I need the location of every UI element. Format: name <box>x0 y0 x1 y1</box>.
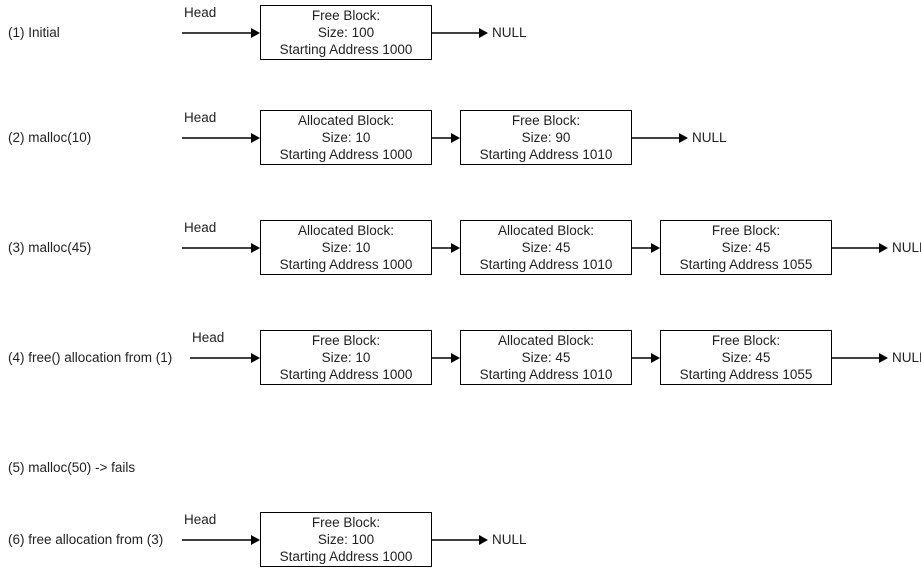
block-size-text: Size: 45 <box>521 240 571 255</box>
memory-block: Allocated Block: Size: 45 Starting Address… <box>460 220 632 275</box>
null-arrow <box>832 352 888 363</box>
memory-block: Free Block: Size: 45 Starting Address 1055 <box>660 330 832 385</box>
null-arrow <box>632 132 688 143</box>
block-size-text: Size: 10 <box>321 130 371 145</box>
block-address-text: Starting Address 1000 <box>279 549 413 564</box>
step-label: (2) malloc(10) <box>8 129 92 145</box>
head-label: Head <box>184 511 217 527</box>
step-label: (3) malloc(45) <box>8 239 92 255</box>
head-label: Head <box>184 4 217 20</box>
memory-block: Free Block: Size: 10 Starting Address 1000 <box>260 330 432 385</box>
block-link-arrow <box>432 132 460 143</box>
block-size-text: Size: 100 <box>317 25 375 40</box>
block-type-text: Free Block: <box>711 223 781 238</box>
null-arrow <box>832 242 888 253</box>
block-link-arrow <box>632 242 660 253</box>
head-arrow <box>182 242 260 253</box>
block-address-text: Starting Address 1000 <box>279 367 413 382</box>
head-label: Head <box>192 329 225 345</box>
null-label: NULL <box>492 531 527 547</box>
null-label: NULL <box>492 24 527 40</box>
memory-block: Free Block: Size: 45 Starting Address 1055 <box>660 220 832 275</box>
block-size-text: Size: 10 <box>321 240 371 255</box>
memory-block: Free Block: Size: 90 Starting Address 1010 <box>460 110 632 165</box>
block-type-text: Free Block: <box>311 515 381 530</box>
block-type-text: Allocated Block: <box>297 223 395 238</box>
null-arrow <box>432 534 488 545</box>
block-type-text: Free Block: <box>311 8 381 23</box>
null-label: NULL <box>892 239 921 255</box>
head-arrow <box>190 352 260 363</box>
null-label: NULL <box>692 129 727 145</box>
step-label: (1) Initial <box>8 24 60 40</box>
head-arrow <box>182 132 260 143</box>
block-type-text: Free Block: <box>711 333 781 348</box>
block-size-text: Size: 45 <box>721 240 771 255</box>
step-label: (4) free() allocation from (1) <box>8 349 173 365</box>
block-size-text: Size: 45 <box>521 350 571 365</box>
memory-block: Allocated Block: Size: 10 Starting Address… <box>260 110 432 165</box>
block-address-text: Starting Address 1010 <box>479 257 613 272</box>
block-type-text: Free Block: <box>511 113 581 128</box>
block-address-text: Starting Address 1000 <box>279 42 413 57</box>
block-address-text: Starting Address 1055 <box>679 257 813 272</box>
head-label: Head <box>184 109 217 125</box>
null-label: NULL <box>892 349 921 365</box>
block-size-text: Size: 45 <box>721 350 771 365</box>
block-link-arrow <box>432 242 460 253</box>
block-link-arrow <box>632 352 660 363</box>
block-type-text: Allocated Block: <box>497 223 595 238</box>
block-type-text: Allocated Block: <box>497 333 595 348</box>
head-label: Head <box>184 219 217 235</box>
memory-block: Allocated Block: Size: 45 Starting Address… <box>460 330 632 385</box>
block-link-arrow <box>432 352 460 363</box>
block-size-text: Size: 90 <box>521 130 571 145</box>
block-address-text: Starting Address 1010 <box>479 147 613 162</box>
memory-block: Allocated Block: Size: 10 Starting Address… <box>260 220 432 275</box>
block-size-text: Size: 10 <box>321 350 371 365</box>
head-arrow <box>182 534 260 545</box>
block-type-text: Allocated Block: <box>297 113 395 128</box>
block-address-text: Starting Address 1055 <box>679 367 813 382</box>
step-label: (6) free allocation from (3) <box>8 531 164 547</box>
block-type-text: Free Block: <box>311 333 381 348</box>
block-address-text: Starting Address 1010 <box>479 367 613 382</box>
step-label: (5) malloc(50) -> fails <box>8 459 136 475</box>
block-address-text: Starting Address 1000 <box>279 257 413 272</box>
block-size-text: Size: 100 <box>317 532 375 547</box>
head-arrow <box>182 27 260 38</box>
block-address-text: Starting Address 1000 <box>279 147 413 162</box>
null-arrow <box>432 27 488 38</box>
